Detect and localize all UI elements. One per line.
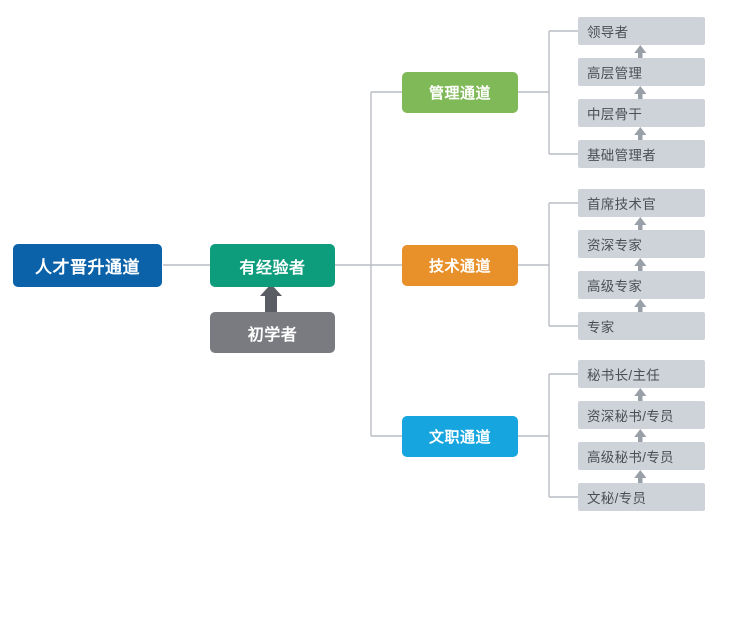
stage-node-beginner-label: 初学者 [247, 326, 298, 344]
beginner-to-experienced-arrow-icon [260, 284, 282, 312]
level-box-management-1[interactable]: 领导者 [578, 17, 705, 45]
level-label: 资深专家 [587, 238, 643, 253]
channel-node-clerical[interactable]: 文职通道 [402, 416, 518, 457]
root-node-label: 人才晋升通道 [35, 258, 140, 277]
level-label: 资深秘书/专员 [587, 409, 674, 424]
level-box-management-3[interactable]: 中层骨干 [578, 99, 705, 127]
root-node[interactable]: 人才晋升通道 [13, 244, 162, 287]
level-label: 高级秘书/专员 [587, 450, 674, 465]
channel-node-technical[interactable]: 技术通道 [402, 245, 518, 286]
channel-node-management[interactable]: 管理通道 [402, 72, 518, 113]
level-box-clerical-3[interactable]: 高级秘书/专员 [578, 442, 705, 470]
stage-node-experienced-label: 有经验者 [239, 259, 306, 277]
stage-node-beginner[interactable]: 初学者 [210, 312, 335, 353]
level-label: 基础管理者 [587, 148, 656, 163]
level-box-technical-2[interactable]: 资深专家 [578, 230, 705, 258]
level-label: 高层管理 [587, 66, 643, 81]
level-box-technical-4[interactable]: 专家 [578, 312, 705, 340]
level-label: 首席技术官 [587, 197, 656, 212]
level-label: 中层骨干 [587, 107, 643, 122]
level-label: 高级专家 [587, 279, 643, 294]
channel-node-technical-label: 技术通道 [428, 258, 491, 275]
level-label: 秘书长/主任 [587, 368, 661, 383]
level-label: 专家 [587, 320, 615, 335]
level-box-technical-1[interactable]: 首席技术官 [578, 189, 705, 217]
level-box-management-4[interactable]: 基础管理者 [578, 140, 705, 168]
level-box-clerical-2[interactable]: 资深秘书/专员 [578, 401, 705, 429]
level-box-clerical-4[interactable]: 文秘/专员 [578, 483, 705, 511]
level-box-clerical-1[interactable]: 秘书长/主任 [578, 360, 705, 388]
level-label: 文秘/专员 [587, 491, 647, 506]
level-box-technical-3[interactable]: 高级专家 [578, 271, 705, 299]
stage-node-experienced[interactable]: 有经验者 [210, 244, 335, 287]
channel-node-clerical-label: 文职通道 [428, 429, 491, 446]
level-label: 领导者 [587, 25, 629, 40]
channel-node-management-label: 管理通道 [428, 85, 491, 102]
level-box-management-2[interactable]: 高层管理 [578, 58, 705, 86]
